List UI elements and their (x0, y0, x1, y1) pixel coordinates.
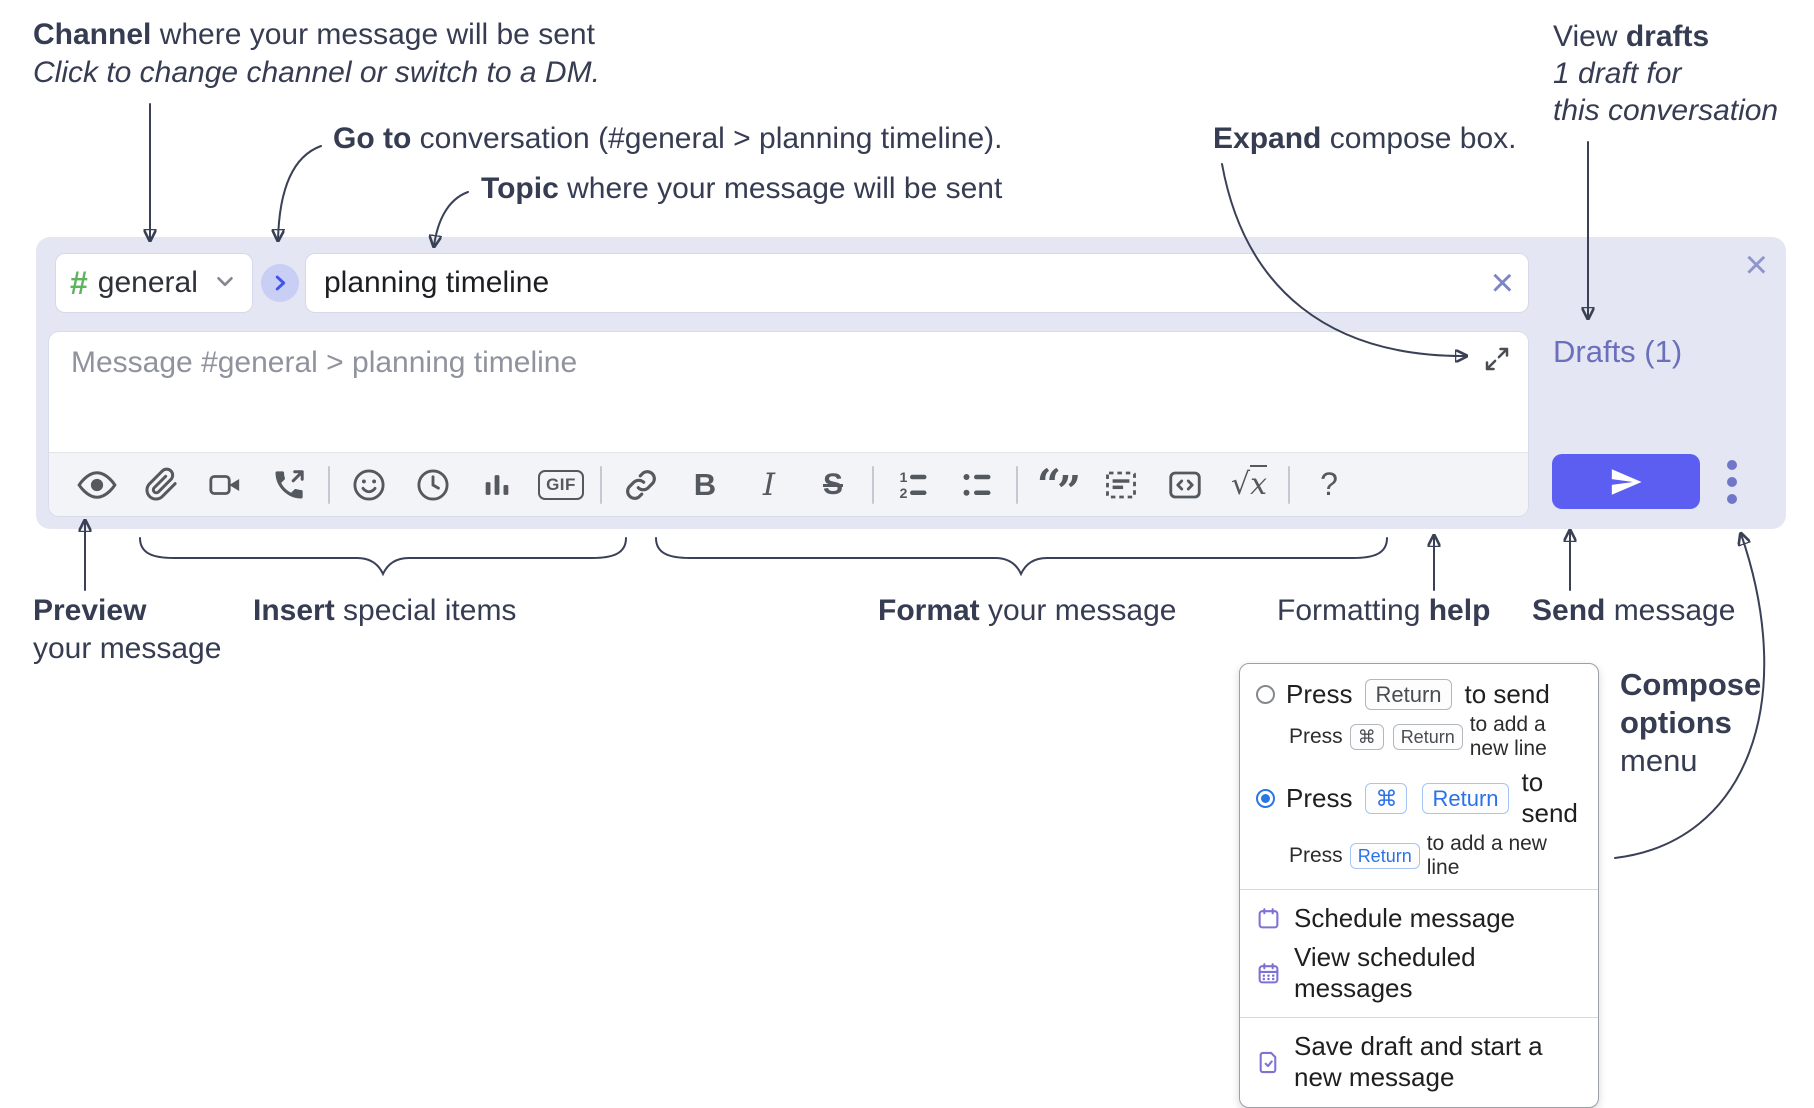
audio-call-icon[interactable] (257, 459, 321, 511)
bulleted-list-icon[interactable] (945, 459, 1009, 511)
close-compose-icon[interactable]: × (1744, 243, 1768, 287)
toolbar-divider (328, 465, 330, 504)
italic-icon[interactable]: I (762, 466, 776, 503)
return-key: Return (1349, 843, 1420, 869)
return-key: Return (1365, 679, 1452, 710)
send-plane-icon (1611, 468, 1642, 495)
spoiler-icon[interactable] (1089, 459, 1153, 511)
save-draft-item[interactable]: Save draft and start a new message (1256, 1027, 1582, 1097)
expand-compose-icon[interactable] (1482, 344, 1512, 374)
cmd-key: ⌘ (1349, 724, 1384, 750)
strikethrough-icon[interactable]: S (822, 467, 843, 501)
expand-annotation: Expand compose box. (1213, 122, 1517, 155)
channel-selector[interactable]: # general (56, 254, 252, 312)
insert-brace (139, 537, 627, 577)
message-box: Message #general > planning timeline (49, 332, 1528, 516)
toolbar-divider (1288, 465, 1290, 504)
goto-annotation: Go to conversation (#general > planning … (333, 122, 1003, 155)
time-icon[interactable] (401, 459, 465, 511)
code-icon[interactable] (1153, 459, 1217, 511)
compose-options-annotation: Compose options menu (1620, 667, 1762, 778)
insert-annotation: Insert special items (253, 594, 517, 627)
topic-annotation: Topic where your message will be sent (481, 172, 1003, 205)
video-call-icon[interactable] (193, 459, 257, 511)
return-key: Return (1422, 782, 1509, 814)
return-key: Return (1392, 724, 1463, 750)
goto-arrow (278, 145, 322, 240)
dot (1727, 477, 1737, 487)
schedule-message-item[interactable]: Schedule message (1256, 899, 1582, 938)
return-to-send-option[interactable]: Press Return to send (1256, 679, 1582, 710)
quote-icon[interactable]: “” (1036, 459, 1081, 516)
cmd-return-to-send-option[interactable]: Press ⌘ Return to send (1256, 767, 1582, 829)
emoji-icon[interactable] (337, 459, 401, 511)
dot (1727, 494, 1737, 504)
drafts-link[interactable]: Drafts (1) (1553, 334, 1683, 369)
channel-hash-icon: # (70, 265, 88, 301)
bold-icon[interactable]: B (693, 466, 717, 502)
cmd-return-to-send-subtext: Press Return to add a new line (1289, 832, 1547, 879)
send-button[interactable] (1552, 454, 1700, 509)
poll-icon[interactable] (465, 459, 529, 511)
document-check-icon (1259, 1051, 1277, 1073)
toolbar-divider (1016, 465, 1018, 504)
gif-icon[interactable]: GIF (529, 459, 593, 511)
clear-topic-icon[interactable]: × (1490, 261, 1514, 305)
formatting-help-annotation: Formatting help (1277, 594, 1491, 627)
attach-paperclip-icon[interactable] (129, 459, 193, 511)
topic-input-box: × (306, 254, 1528, 312)
preview-annotation: Preview your message (33, 594, 222, 665)
svg-text:1: 1 (900, 470, 908, 486)
calendar-icon (1258, 908, 1279, 929)
compose-options-menu-button[interactable] (1722, 456, 1742, 508)
chevron-down-icon (212, 268, 238, 299)
format-annotation: Format your message (878, 594, 1177, 627)
toolbar-divider (600, 465, 602, 504)
format-brace (655, 537, 1388, 577)
link-icon[interactable] (609, 459, 673, 511)
chevron-right-icon (275, 275, 286, 291)
compose-box: # general × × Message #general > plannin… (36, 237, 1786, 529)
preview-eye-icon[interactable] (65, 459, 129, 511)
view-drafts-annotation: View drafts 1 draft for this conversatio… (1553, 20, 1779, 127)
channel-annotation: Channel where your message will be sent … (33, 18, 600, 89)
formatting-help-icon[interactable]: ? (1320, 466, 1338, 502)
popup-divider (1240, 1017, 1598, 1018)
radio-unselected[interactable] (1256, 685, 1275, 704)
view-scheduled-messages-item[interactable]: View scheduled messages (1256, 938, 1582, 1008)
topic-input[interactable] (324, 266, 1491, 300)
toolbar-divider (872, 465, 874, 504)
radio-selected[interactable] (1256, 788, 1275, 808)
popup-divider (1240, 889, 1598, 890)
dot (1727, 460, 1737, 470)
compose-options-popup: Press Return to send Press ⌘ Return to a… (1239, 663, 1599, 1108)
message-placeholder[interactable]: Message #general > planning timeline (71, 346, 578, 379)
svg-text:2: 2 (900, 485, 908, 501)
go-to-conversation-button[interactable] (261, 264, 299, 302)
math-icon[interactable]: √x (1230, 465, 1268, 502)
cmd-key: ⌘ (1365, 782, 1408, 814)
send-annotation: Send message (1532, 594, 1736, 627)
return-to-send-subtext: Press ⌘ Return to add a new line (1289, 713, 1547, 760)
calendar-grid-icon (1258, 962, 1279, 983)
channel-name: general (97, 266, 198, 299)
